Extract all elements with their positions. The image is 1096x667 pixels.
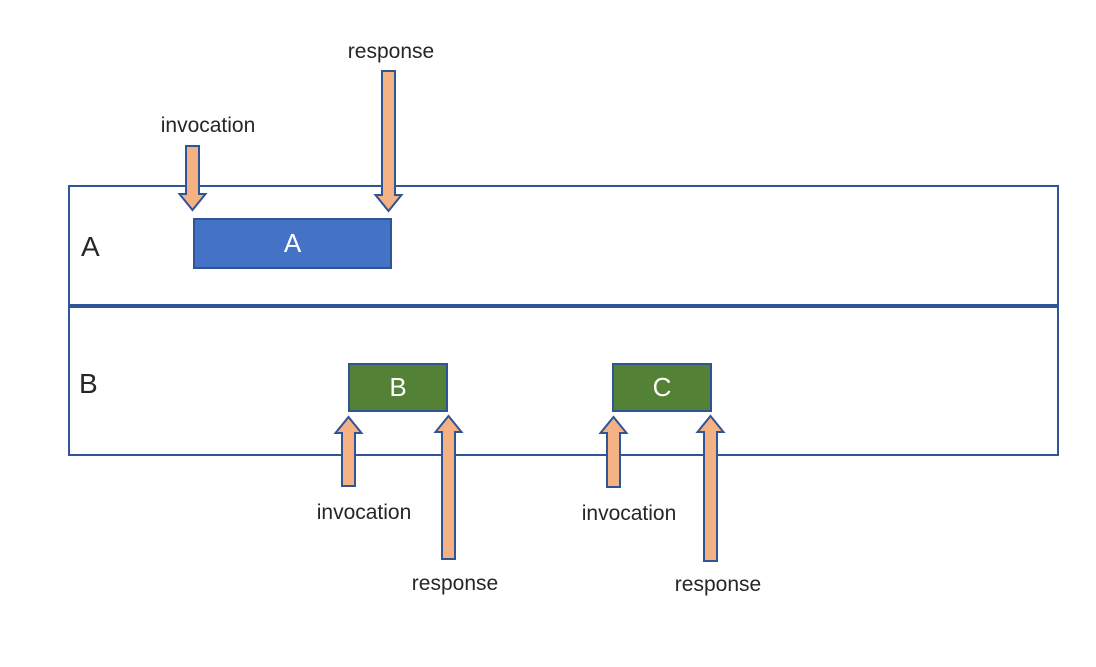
response-label-box-c: response	[674, 573, 762, 596]
invocation-arrow-box-a-down-icon	[177, 145, 208, 212]
lane-a-label: A	[81, 231, 100, 262]
invocation-label-box-b: invocation	[316, 501, 412, 524]
response-label-box-a: response	[347, 40, 435, 63]
invocation-label-box-a: invocation	[160, 114, 256, 137]
response-arrow-box-b-up-icon	[433, 414, 464, 560]
box-b: B	[348, 363, 448, 412]
box-a-label: A	[283, 228, 302, 258]
response-arrow-box-a-down-icon	[373, 70, 404, 213]
box-c: C	[612, 363, 712, 412]
invocation-arrow-box-b-up-icon	[333, 415, 364, 487]
lane-b-rect	[68, 306, 1059, 456]
response-arrow-box-c-up-icon	[695, 414, 726, 562]
lane-a-rect	[68, 185, 1059, 306]
box-b-label: B	[389, 372, 407, 402]
response-label-box-b: response	[411, 572, 499, 595]
invocation-label-box-c: invocation	[581, 502, 677, 525]
box-c-label: C	[652, 372, 672, 402]
box-a: A	[193, 218, 392, 269]
lane-b-label: B	[79, 368, 98, 399]
invocation-arrow-box-c-up-icon	[598, 415, 629, 488]
